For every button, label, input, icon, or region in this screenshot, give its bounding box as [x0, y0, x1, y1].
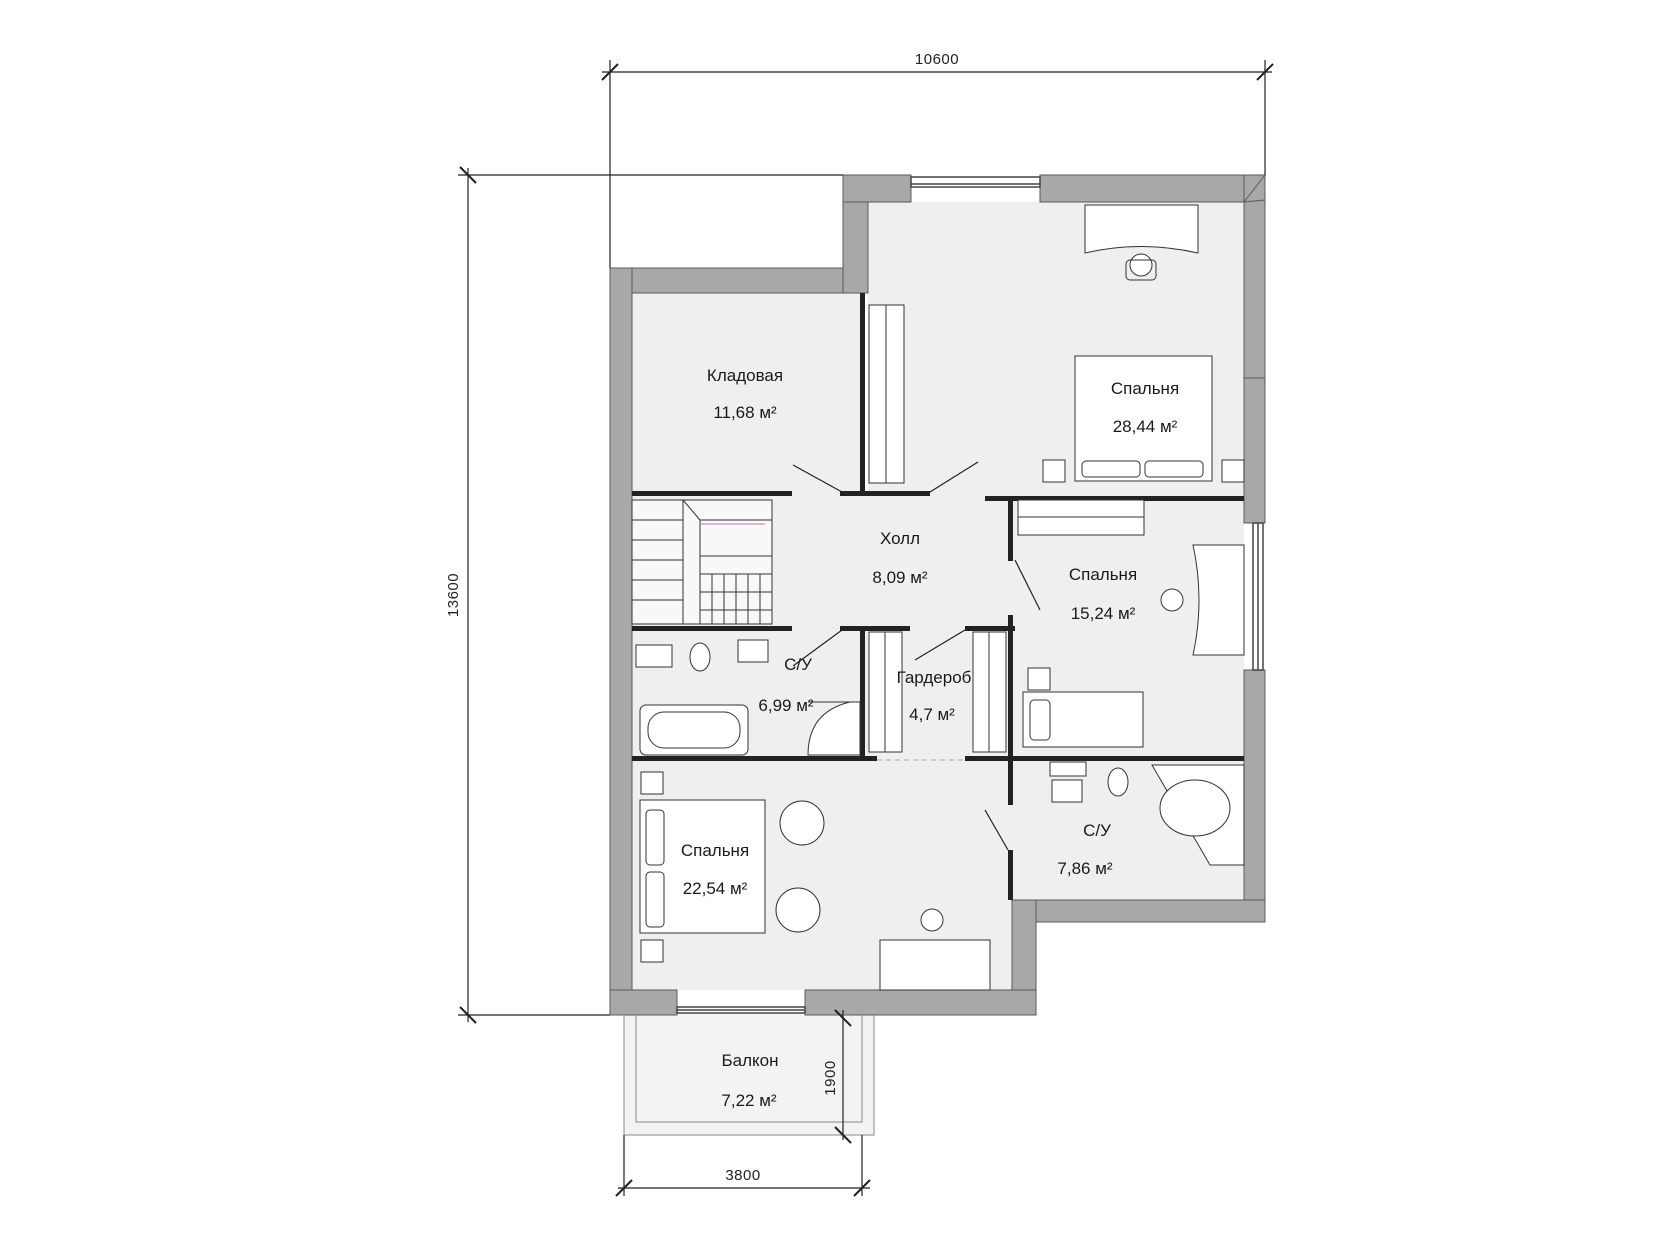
- room-name-wardrobe: Гардероб: [897, 668, 972, 687]
- room-area-pantry: 11,68 м²: [713, 403, 777, 422]
- room-area-bathroom-1: 6,99 м²: [758, 696, 813, 715]
- toilet: [689, 642, 711, 672]
- shower: [807, 701, 861, 756]
- dimension-left-height: 13600: [445, 573, 462, 617]
- room-area-bedroom-3: 22,54 м²: [683, 879, 748, 898]
- room-labels: Кладовая 11,68 м² Спальня 28,44 м² Холл …: [681, 366, 1179, 1110]
- desk: [879, 908, 991, 991]
- furniture: [631, 204, 1245, 991]
- interior-walls: [632, 293, 1244, 900]
- balcony-floor: [624, 1010, 874, 1135]
- room-name-balcony: Балкон: [721, 1051, 778, 1070]
- room-name-pantry: Кладовая: [707, 366, 783, 385]
- staircase: [631, 499, 773, 625]
- bathtub: [639, 704, 749, 756]
- washing-machine: [1049, 761, 1087, 777]
- room-area-wardrobe: 4,7 м²: [909, 705, 955, 724]
- room-area-hall: 8,09 м²: [872, 568, 927, 587]
- room-area-balcony: 7,22 м²: [721, 1091, 776, 1110]
- dimension-balcony-depth: 1900: [822, 1060, 839, 1095]
- desk: [1160, 544, 1245, 656]
- windows: [676, 176, 1264, 1014]
- armchair: [775, 800, 825, 933]
- double-bed: [1042, 355, 1245, 483]
- dimension-top-width: 10600: [915, 51, 959, 68]
- room-area-bathroom-2: 7,86 м²: [1057, 859, 1112, 878]
- room-name-bedroom-3: Спальня: [681, 841, 749, 860]
- exterior-walls: [609, 173, 1267, 1016]
- dimension-balcony-width: 3800: [725, 1167, 760, 1184]
- single-bed: [1022, 667, 1144, 748]
- sink: [737, 639, 769, 663]
- room-name-bedroom-2: Спальня: [1069, 565, 1137, 584]
- washing-machine: [635, 644, 673, 668]
- desk: [1084, 204, 1199, 281]
- dimension-lines: [458, 60, 1274, 1197]
- corner-bath: [1151, 764, 1245, 866]
- double-bed: [639, 771, 766, 963]
- sink: [1051, 779, 1083, 803]
- room-name-bathroom-1: С/У: [784, 655, 812, 674]
- room-area-bedroom-2: 15,24 м²: [1071, 604, 1136, 623]
- toilet: [1107, 767, 1129, 797]
- room-name-bathroom-2: С/У: [1083, 821, 1111, 840]
- closet-rack: [868, 304, 1145, 753]
- balcony-outline: [623, 1015, 875, 1136]
- room-name-bedroom-1: Спальня: [1111, 379, 1179, 398]
- doors: [792, 461, 1041, 851]
- room-area-bedroom-1: 28,44 м²: [1113, 417, 1178, 436]
- room-name-hall: Холл: [880, 529, 920, 548]
